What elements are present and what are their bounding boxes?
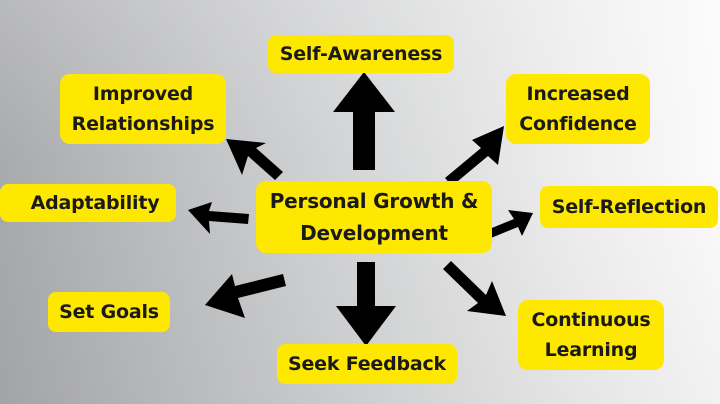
node-label-line1: Improved	[92, 83, 194, 105]
arrow-up-left-icon	[226, 139, 283, 180]
node-label: Seek Feedback	[287, 353, 446, 375]
node-label-line2: Relationships	[71, 113, 215, 135]
arrow-down-right-icon	[443, 261, 506, 316]
node-continuous-learning: Continuous Learning	[518, 300, 664, 370]
node-label: Self-Reflection	[551, 196, 707, 218]
node-label: Adaptability	[30, 192, 160, 214]
node-label-line2: Learning	[544, 339, 638, 361]
arrow-up-right-icon	[445, 126, 504, 186]
node-adaptability: Adaptability	[0, 184, 176, 222]
arrow-left-icon	[188, 202, 249, 234]
center-label-line2: Development	[300, 221, 448, 245]
node-label-line1: Continuous	[531, 309, 651, 331]
arrow-up-icon	[333, 72, 395, 170]
arrow-down-left-icon	[205, 274, 286, 318]
node-self-reflection: Self-Reflection	[540, 186, 718, 228]
center-label-line1: Personal Growth &	[269, 189, 479, 213]
node-label-line2: Confidence	[519, 113, 637, 135]
node-increased-confidence: Increased Confidence	[506, 74, 650, 144]
arrow-down-icon	[336, 262, 396, 346]
node-label: Self-Awareness	[279, 43, 443, 65]
node-seek-feedback: Seek Feedback	[277, 344, 457, 384]
node-self-awareness: Self-Awareness	[268, 35, 454, 73]
node-improved-relationships: Improved Relationships	[60, 74, 226, 144]
node-center-personal-growth: Personal Growth & Development	[256, 181, 492, 253]
node-label: Set Goals	[59, 301, 159, 323]
node-label-line1: Increased	[526, 83, 630, 105]
node-set-goals: Set Goals	[48, 292, 170, 332]
